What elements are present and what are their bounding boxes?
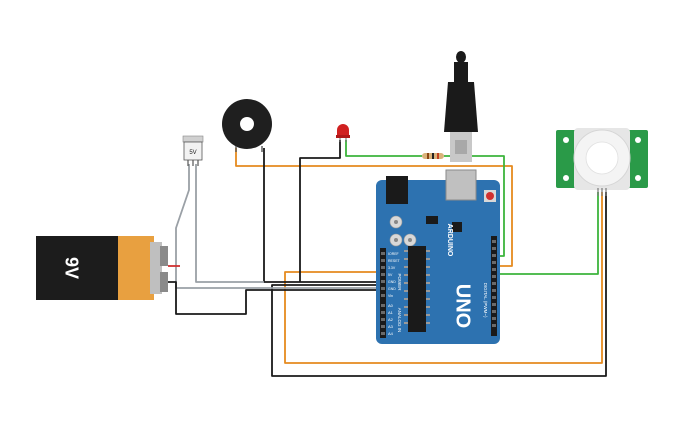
arduino-power-header: POWER: [397, 273, 402, 291]
analog-pin-label: A4: [388, 331, 394, 336]
power-pin-label: Vin: [388, 294, 393, 298]
analog-pin-label: A1: [388, 310, 394, 315]
wire-led-gnd[interactable]: [299, 140, 341, 282]
wire-battery-negative[interactable]: [168, 281, 378, 315]
battery[interactable]: 9V: [36, 236, 168, 300]
piezo-buzzer[interactable]: [222, 99, 272, 152]
power-pin-label: IOREF: [388, 252, 399, 256]
arduino-brand-label: ARDUINO: [446, 224, 453, 257]
analog-pin-label: A2: [388, 317, 394, 322]
power-pin-label: 3.3V: [388, 266, 396, 270]
arduino-digital-header: DIGITAL (PWM~): [483, 283, 488, 318]
arduino-uno[interactable]: ARDUINO UNO POWER ANALOG IN DIGITAL (PWM…: [376, 169, 500, 344]
arduino-model-label: UNO: [452, 284, 474, 328]
wire-led-signal[interactable]: [345, 140, 422, 157]
wires: [168, 140, 607, 377]
pir-motion-sensor[interactable]: [556, 128, 648, 196]
wire-pir-vcc[interactable]: [284, 192, 603, 364]
usb-plug[interactable]: [444, 51, 478, 162]
voltage-regulator[interactable]: 5V: [182, 135, 204, 166]
power-pin-label: RESET: [388, 259, 401, 263]
reset-button[interactable]: [486, 192, 494, 200]
resistor[interactable]: [422, 153, 444, 159]
wire-buzzer-gnd[interactable]: [263, 148, 378, 283]
wire-regulator-out[interactable]: [195, 164, 264, 283]
wire-buzzer-signal[interactable]: [235, 148, 513, 267]
regulator-label: 5V: [189, 150, 196, 156]
battery-label: 9V: [61, 257, 81, 279]
led[interactable]: [336, 124, 350, 142]
power-pin-label: 5V: [388, 273, 393, 277]
arduino-analog-header: ANALOG IN: [397, 308, 402, 333]
analog-pin-label: A0: [388, 303, 394, 308]
analog-pin-label: A3: [388, 324, 394, 329]
power-pin-label: GND: [388, 280, 396, 284]
power-pin-label: GND: [388, 287, 396, 291]
wire-pir-gnd[interactable]: [271, 192, 607, 377]
wire-pir-signal[interactable]: [494, 192, 599, 275]
wire-regulator-gnd[interactable]: [175, 164, 378, 289]
